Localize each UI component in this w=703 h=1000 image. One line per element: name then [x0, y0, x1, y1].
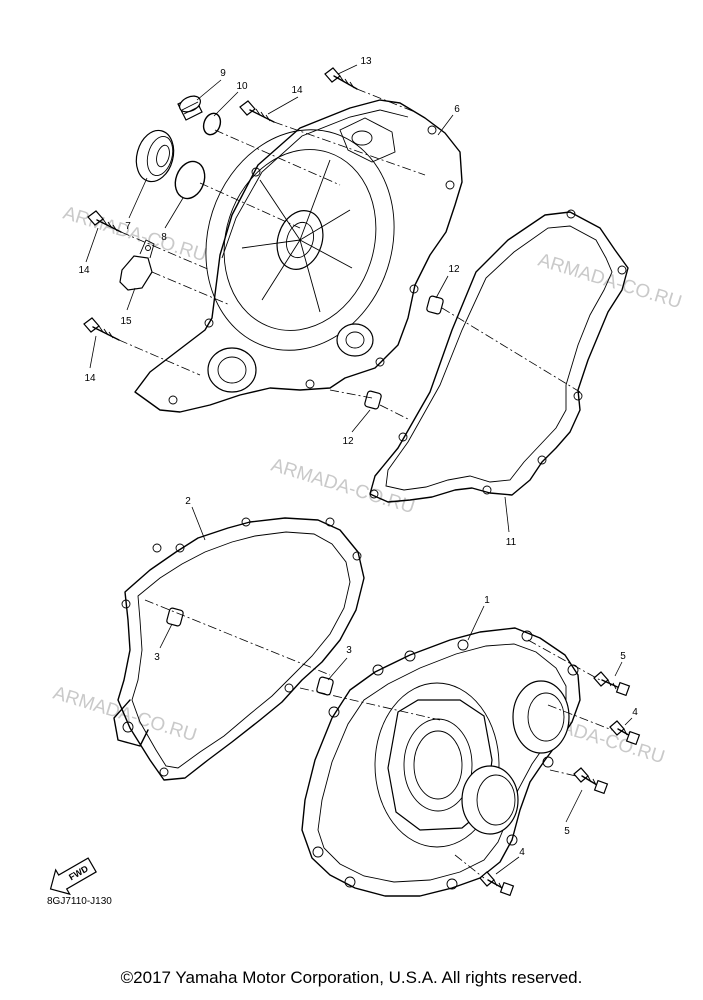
dowel-part-12-lower: [364, 390, 382, 410]
callout-12-upper: 12: [448, 264, 460, 275]
callout-5-top: 5: [620, 651, 626, 662]
callout-4-bottom: 4: [519, 847, 525, 858]
callout-10: 10: [236, 81, 248, 92]
callout-5-bottom: 5: [564, 826, 570, 837]
bolt-part-5-top: [593, 671, 631, 697]
bolt-part-14-bottom: [83, 317, 120, 341]
callout-12-lower: 12: [342, 436, 354, 447]
callout-7: 7: [125, 221, 131, 232]
callout-1: 1: [484, 595, 490, 606]
diagram-code: 8GJ7110-J130: [47, 896, 112, 907]
callout-labels: 9 10 14 13 6 7 8 14 15 14 12 12 11 2 3 3…: [78, 56, 638, 858]
gasket-part-11: [369, 209, 629, 503]
callout-4-top: 4: [632, 707, 638, 718]
cap-part-7: [135, 129, 175, 183]
bolt-part-4-bottom: [479, 871, 515, 897]
plug-part-9: [177, 95, 203, 121]
watermark-3: ARMADA-CO.RU: [269, 455, 417, 519]
callout-14-top: 14: [291, 85, 303, 96]
clamp-part-15: [119, 239, 155, 291]
assembly-lines-lower: [144, 599, 613, 879]
assembly-lines-upper: [118, 88, 581, 421]
callout-11: 11: [506, 537, 517, 548]
callout-9: 9: [220, 68, 226, 79]
bolt-part-13: [324, 67, 358, 90]
inner-cover-part-1: [301, 627, 581, 897]
o-ring-part-10: [202, 112, 222, 136]
fwd-arrow: FWD: [49, 857, 97, 896]
bolt-part-4-top: [609, 720, 641, 746]
watermark-2: ARMADA-CO.RU: [536, 250, 684, 314]
o-ring-part-8: [174, 160, 206, 200]
callout-3-right: 3: [346, 645, 352, 656]
copyright-notice: ©2017 Yamaha Motor Corporation, U.S.A. A…: [120, 968, 583, 987]
callout-13: 13: [360, 56, 372, 67]
callout-14-bottom: 14: [84, 373, 96, 384]
dowel-part-12-upper: [426, 295, 444, 315]
dowel-part-3-left: [166, 607, 184, 627]
gasket-part-2: [113, 517, 365, 781]
callout-2: 2: [185, 496, 191, 507]
outer-cover-part-6: [134, 99, 463, 413]
callout-3-left: 3: [154, 652, 160, 663]
callout-15: 15: [120, 316, 132, 327]
bolt-part-5-bottom: [573, 767, 609, 795]
dowel-part-3-right: [316, 676, 334, 696]
leader-lines: [85, 64, 633, 875]
callout-6: 6: [454, 104, 460, 115]
bolt-part-14-left: [87, 210, 122, 233]
callout-8: 8: [161, 232, 167, 243]
bolt-part-14-top: [239, 100, 275, 123]
watermarks: ARMADA-CO.RU ARMADA-CO.RU ARMADA-CO.RU A…: [51, 203, 684, 769]
callout-14-left: 14: [78, 265, 90, 276]
